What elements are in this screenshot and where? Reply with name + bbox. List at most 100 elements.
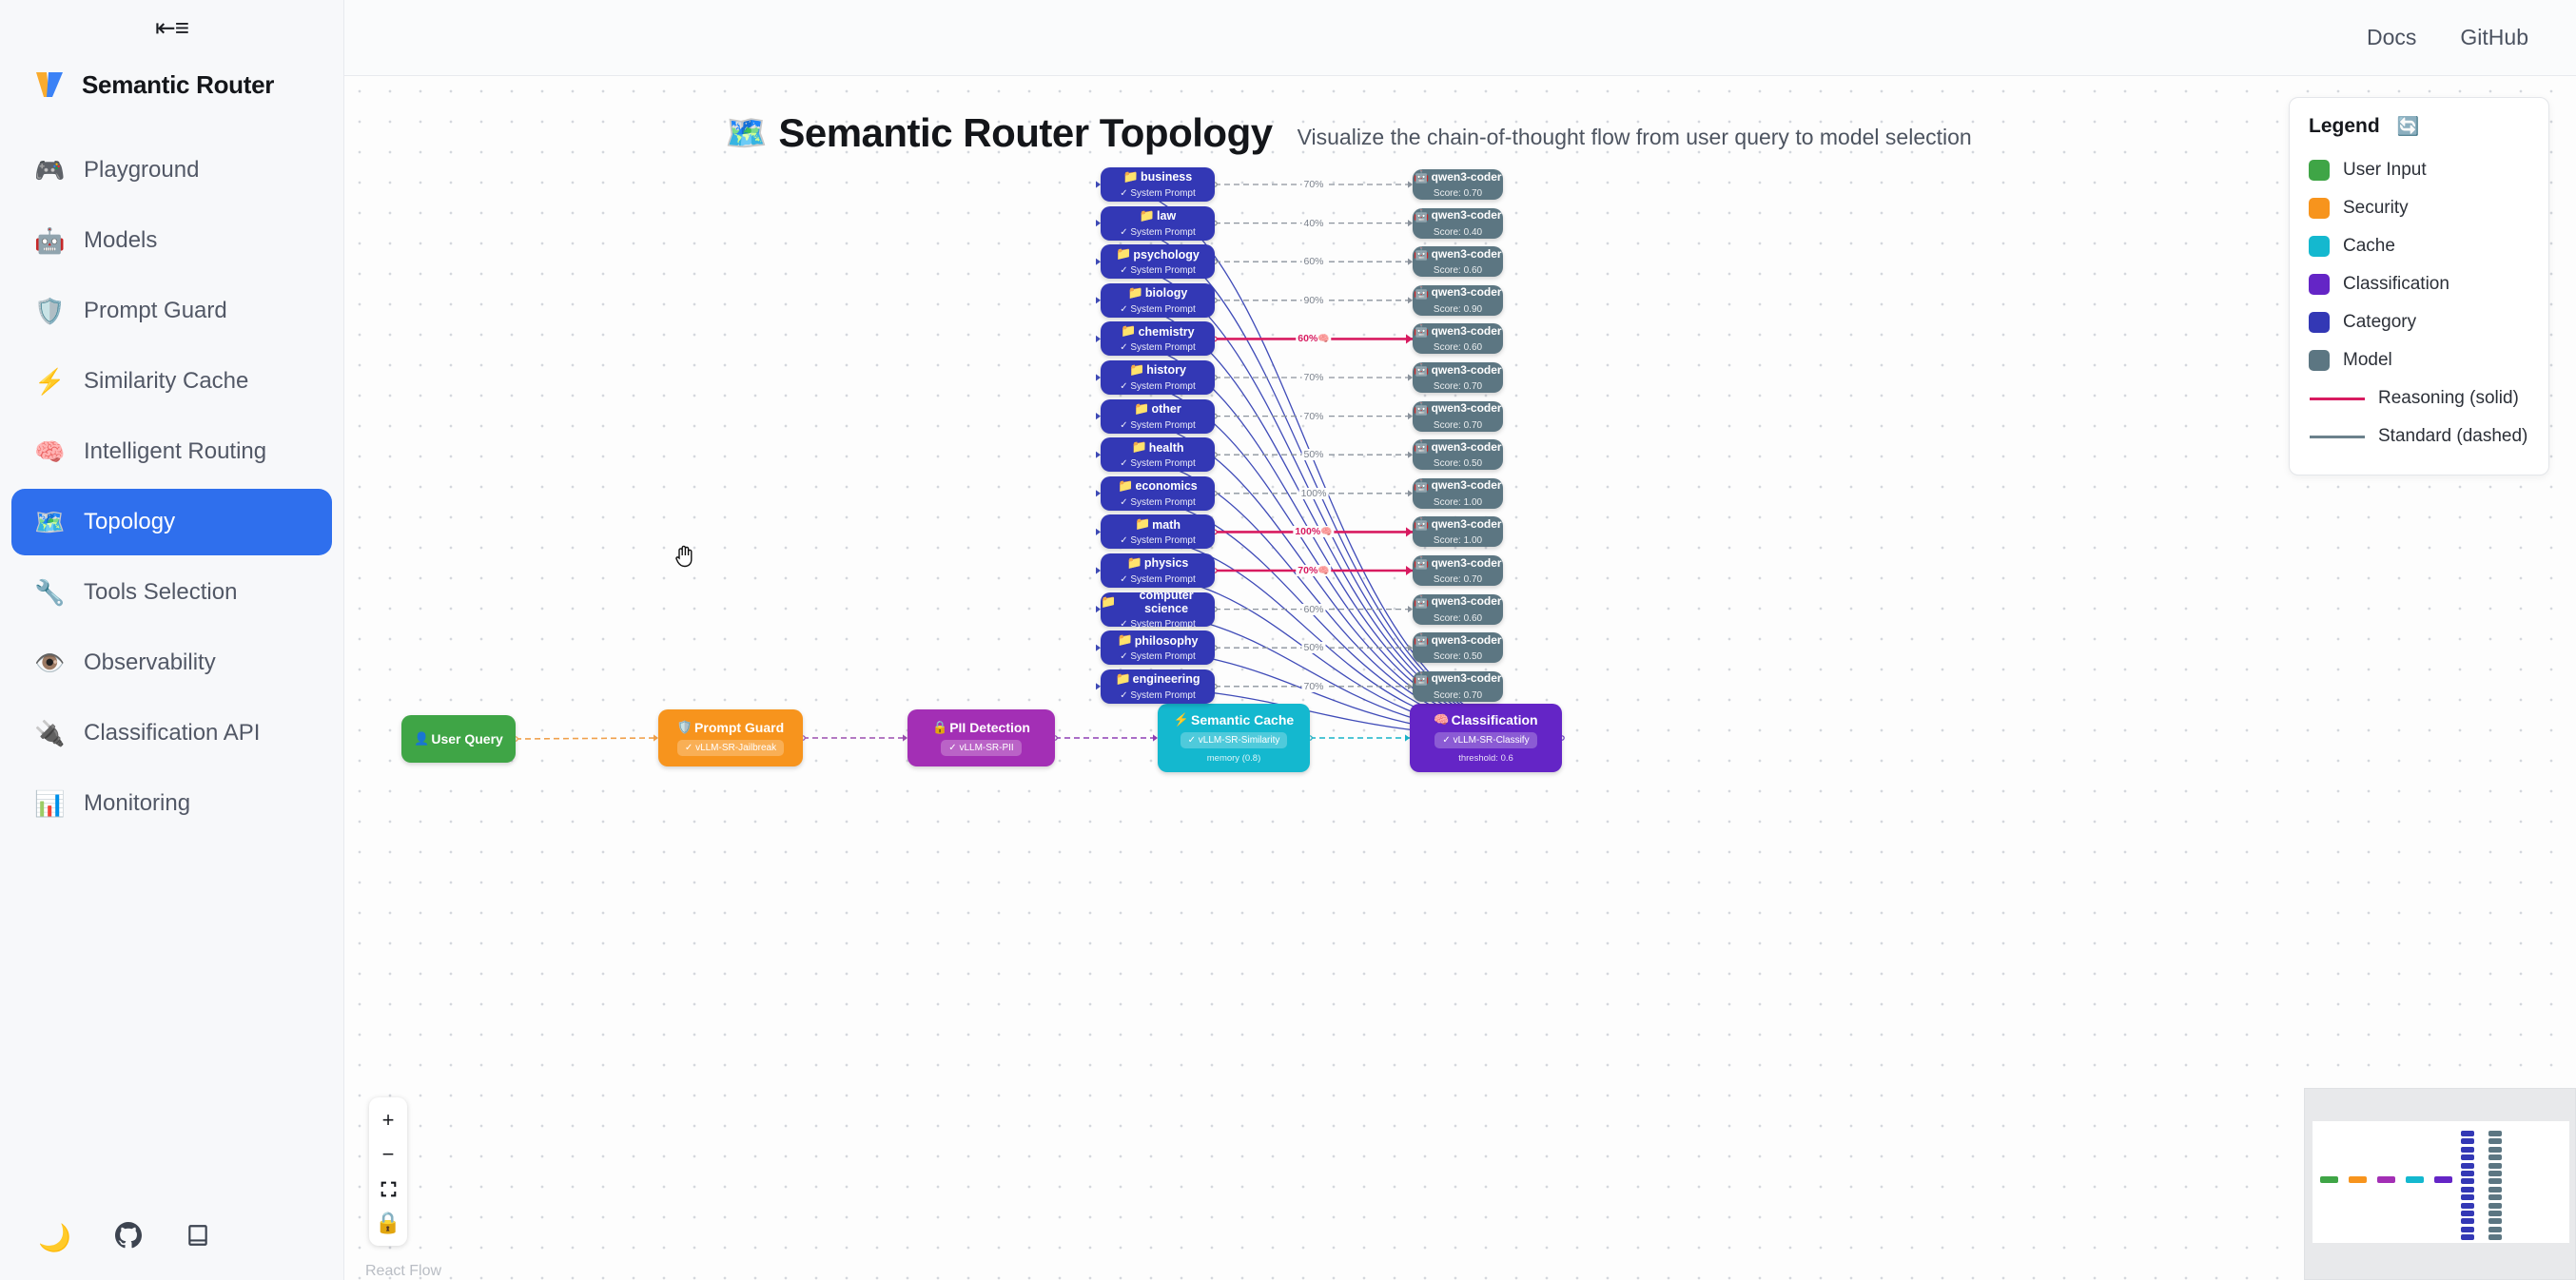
lock-button[interactable]: 🔒 [375,1211,401,1234]
zoom-out-button[interactable]: − [381,1142,395,1166]
sidebar-item-models[interactable]: 🤖Models [11,207,332,274]
legend-title: Legend [2309,115,2380,137]
edge-label-health: 50% [1301,449,1326,461]
node-label: qwen3-coder [1431,362,1502,377]
legend-label: Security [2343,198,2409,218]
sidebar-item-observability[interactable]: 👁️Observability [11,630,332,696]
legend-swatch [2309,350,2330,371]
edge-arrow [1096,567,1101,574]
minimap-node-category-10 [2461,1211,2474,1216]
zoom-in-button[interactable]: + [381,1108,395,1132]
fit-view-icon[interactable] [369,1172,407,1206]
sidebar-item-classification-api[interactable]: 🔌Classification API [11,700,332,766]
node-label: qwen3-coder [1431,285,1502,300]
node-category-philosophy[interactable]: 📁philosophy✓ System Prompt [1101,630,1215,666]
dark-mode-icon[interactable]: 🌙 [38,1222,71,1252]
sidebar-item-intelligent-routing[interactable]: 🧠Intelligent Routing [11,418,332,485]
node-category-chemistry[interactable]: 📁chemistry✓ System Prompt [1101,321,1215,357]
node-category-biology[interactable]: 📁biology✓ System Prompt [1101,282,1215,318]
node-icon: 🔒 [932,719,948,734]
legend-line-solid: Reasoning (solid) [2309,379,2529,417]
node-label: business [1141,170,1193,184]
node-title: 🛡️Prompt Guard [677,720,784,735]
sidebar-icon: 🤖 [34,226,66,255]
node-user[interactable]: 👤User Query [401,715,516,763]
minimap[interactable] [2304,1088,2576,1280]
node-label: Classification [1451,711,1538,727]
page-title: 🗺️ Semantic Router Topology [725,110,1273,156]
node-category-other[interactable]: 📁other✓ System Prompt [1101,398,1215,434]
minimap-node-cache [2406,1176,2424,1183]
edge-label-computer-science: 60% [1301,603,1326,615]
flow-canvas[interactable]: 🗺️ Semantic Router Topology Visualize th… [344,76,2576,1280]
node-title: 🤖qwen3-coder [1414,169,1501,184]
node-category-health[interactable]: 📁health✓ System Prompt [1101,437,1215,473]
sidebar-item-playground[interactable]: 🎮Playground [11,137,332,204]
node-subtitle: ✓ System Prompt [1120,619,1196,630]
sidebar-item-tools-selection[interactable]: 🔧Tools Selection [11,559,332,626]
node-score: Score: 0.70 [1433,187,1483,199]
edge-pct: 70% [1303,179,1324,190]
sidebar-item-monitoring[interactable]: 📊Monitoring [11,770,332,837]
node-subtitle: ✓ System Prompt [1120,689,1196,701]
refresh-icon[interactable]: 🔄 [2396,117,2420,137]
docs-book-icon[interactable] [185,1223,210,1252]
folder-icon: 📁 [1101,593,1117,609]
node-title: 🤖qwen3-coder [1414,671,1501,687]
node-category-psychology[interactable]: 📁psychology✓ System Prompt [1101,244,1215,280]
edge-pct: 50% [1303,642,1324,654]
edge-pct: 100% [1295,526,1321,538]
edge-arrow [1408,490,1413,497]
github-icon[interactable] [114,1222,142,1253]
robot-icon: 🤖 [1414,246,1430,262]
edge-arrow [1096,297,1101,304]
node-guard[interactable]: 🛡️Prompt Guard✓ vLLM-SR-Jailbreak [658,709,803,766]
node-category-engineering[interactable]: 📁engineering✓ System Prompt [1101,669,1215,704]
robot-icon: 🤖 [1414,593,1430,609]
node-category-computer-science[interactable]: 📁computer science✓ System Prompt [1101,589,1215,630]
node-icon: ⚡ [1173,711,1189,727]
sidebar-icon: 📊 [34,789,66,818]
edge-pct: 70% [1303,410,1324,422]
sidebar-item-similarity-cache[interactable]: ⚡Similarity Cache [11,348,332,415]
folder-icon: 📁 [1116,246,1132,262]
minimap-node-category-13 [2461,1234,2474,1241]
node-category-economics[interactable]: 📁economics✓ System Prompt [1101,475,1215,511]
node-category-law[interactable]: 📁law✓ System Prompt [1101,205,1215,241]
node-subtitle: ✓ System Prompt [1120,265,1196,277]
node-subtitle: ✓ System Prompt [1120,458,1196,470]
sidebar-item-prompt-guard[interactable]: 🛡️Prompt Guard [11,278,332,344]
node-label: qwen3-coder [1431,323,1502,338]
legend-item-category: Category [2309,303,2529,341]
collapse-menu-icon[interactable]: ⇤≡ [155,13,189,42]
node-category-math[interactable]: 📁math✓ System Prompt [1101,514,1215,550]
node-category-history[interactable]: 📁history✓ System Prompt [1101,360,1215,395]
edge-pct: 60% [1303,603,1324,615]
node-category-business[interactable]: 📁business✓ System Prompt [1101,167,1215,202]
node-pii[interactable]: 🔒PII Detection✓ vLLM-SR-PII [907,709,1055,766]
node-icon: 👤 [414,730,430,746]
topbar-link-docs[interactable]: Docs [2367,25,2417,49]
minimap-node-model-13 [2488,1234,2502,1241]
topbar-link-github[interactable]: GitHub [2460,25,2528,49]
node-title: 📁math [1135,516,1181,532]
legend-line-swatch [2310,397,2365,400]
node-category-physics[interactable]: 📁physics✓ System Prompt [1101,553,1215,588]
sidebar-item-topology[interactable]: 🗺️Topology [11,489,332,555]
